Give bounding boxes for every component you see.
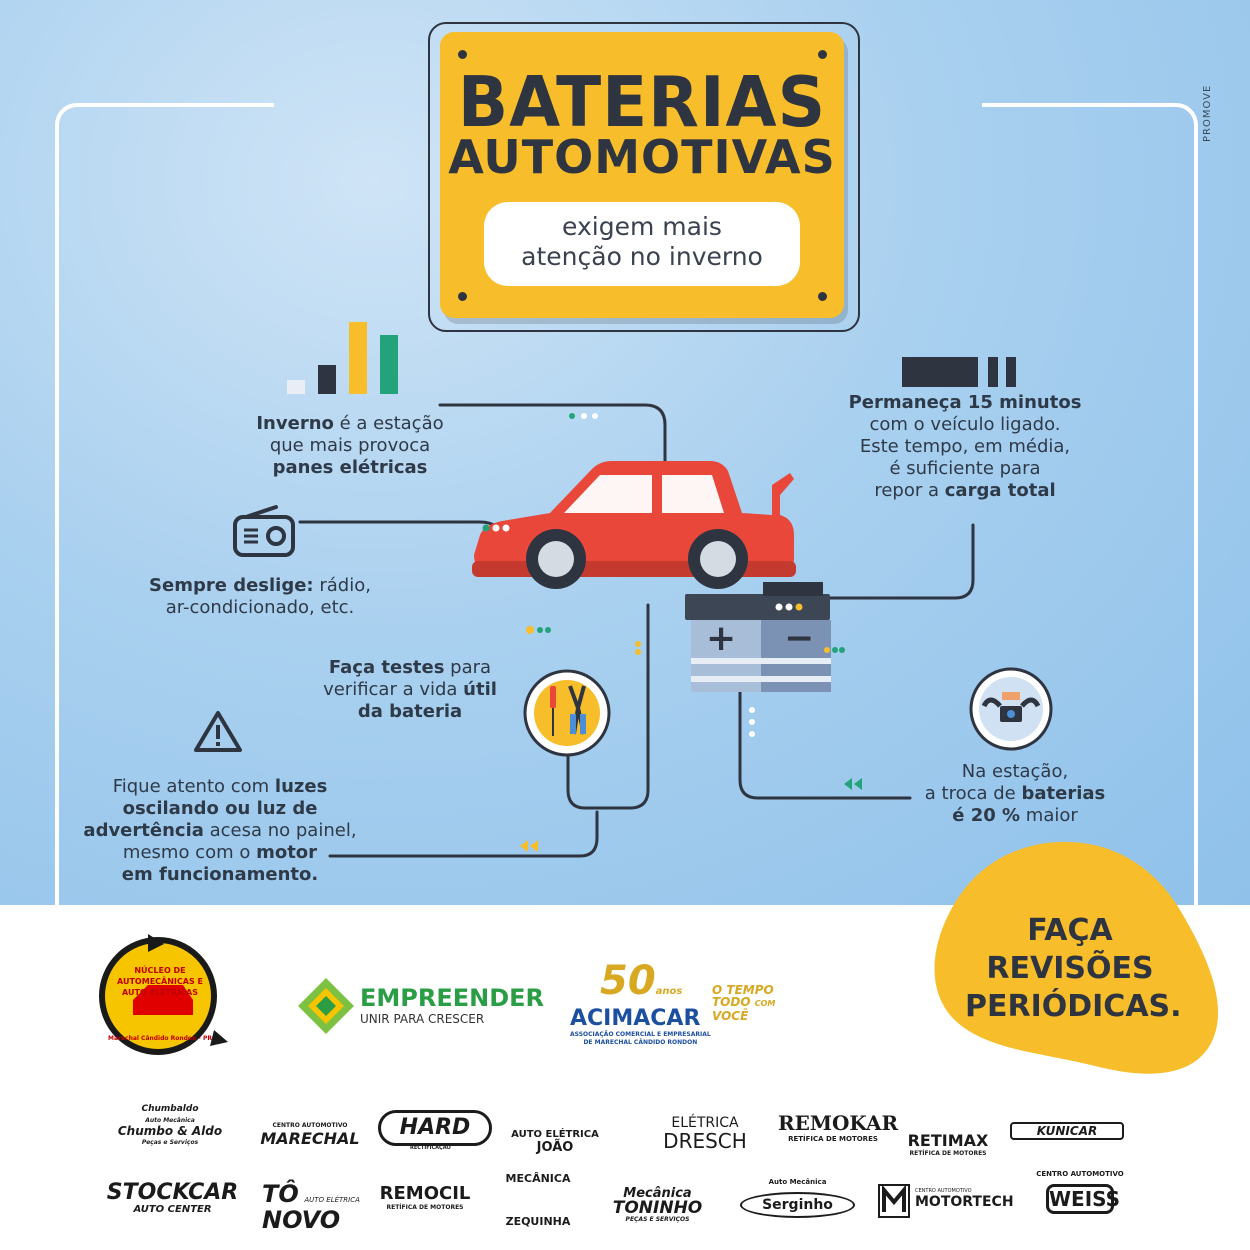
logo-motortech: CENTRO AUTOMOTIVO MOTORTECH <box>915 1188 1014 1210</box>
frame-right <box>982 103 1198 905</box>
acimacar-name: ACIMACAR <box>570 1006 701 1031</box>
logo-toninho: Mecânica TONINHO PEÇAS E SERVIÇOS <box>612 1186 703 1223</box>
radio-icon <box>233 505 295 557</box>
callout-blob <box>934 841 1219 1074</box>
screw-icon <box>458 292 467 301</box>
logo-zequinha: MECÂNICA ZEQUINHA <box>505 1172 571 1228</box>
logo-weiss: CENTRO AUTOMOTIVO WEISS <box>1035 1170 1125 1214</box>
connector-lines <box>298 403 975 858</box>
logo-retimax: RETIMAX RETÍFICA DE MOTORES <box>907 1131 989 1158</box>
logo-marechal: CENTRO AUTOMOTIVO MARECHAL <box>260 1122 360 1148</box>
infographic-area: PROMOVE BATERIAS AUTOMOTIVAS exigem mais… <box>0 0 1250 905</box>
logo-joao: AUTO ELÉTRICA JOÃO <box>511 1129 599 1155</box>
warning-icon <box>194 711 242 752</box>
logo-chumbaldo: Chumbaldo Auto Mecânica Chumbo & Aldo Pe… <box>117 1104 223 1146</box>
empreender-name: EMPREENDER <box>360 984 545 1012</box>
bar-chart-icon <box>287 322 398 394</box>
title-sign: BATERIAS AUTOMOTIVAS exigem mais atenção… <box>428 22 860 332</box>
logo-dresch: ELÉTRICA DRESCH <box>663 1115 747 1153</box>
frame-left <box>55 103 274 905</box>
acimacar-desc: ASSOCIAÇÃO COMERCIAL E EMPRESARIAL DE MA… <box>570 1031 711 1046</box>
logo-tonovo: TÔ AUTO ELÉTRICA NOVO <box>262 1180 360 1234</box>
battery-plus: + <box>706 618 737 659</box>
page-subtitle: exigem mais atenção no inverno <box>484 202 800 286</box>
empreender-icon <box>298 978 354 1034</box>
logo-remokar: REMOKAR RETÍFICA DE MOTORES <box>778 1111 899 1143</box>
screw-icon <box>458 50 467 59</box>
screw-icon <box>818 50 827 59</box>
logo-kunicar: KUNICAR <box>1010 1122 1124 1140</box>
logo-stockcar: STOCKCAR AUTO CENTER <box>106 1180 239 1216</box>
tools-icon <box>523 669 611 757</box>
car-icon <box>472 461 796 589</box>
logo-hard-sub: RECTIFICAÇÃO <box>410 1145 451 1151</box>
empreender-tagline: UNIR PARA CRESCER <box>360 1012 485 1026</box>
nucleo-city: Marechal Cândido Rondon - PR <box>107 1035 213 1042</box>
progress-bar-icon <box>902 357 1016 387</box>
tip-permaneca: Permaneça 15 minutos com o veículo ligad… <box>848 392 1082 501</box>
screw-icon <box>818 292 827 301</box>
nucleo-logo <box>99 934 228 1055</box>
battery-minus: − <box>784 618 815 659</box>
tip-desligue: Sempre deslige: rádio, ar-condicionado, … <box>149 575 371 618</box>
battery-icon <box>685 582 845 692</box>
acimacar-years: 50anos <box>600 958 683 1004</box>
tip-luzes: Fique atento com luzes oscilando ou luz … <box>83 776 357 885</box>
acimacar-slogan: O TEMPO TODO COM VOCÊ <box>712 983 776 1023</box>
motortech-icon <box>878 1184 910 1218</box>
logo-remocil: REMOCIL RETÍFICA DE MOTORES <box>379 1183 471 1212</box>
logo-hard: HARD <box>378 1110 492 1146</box>
callout-text: FAÇA REVISÕES PERIÓDICAS. <box>965 913 1182 1024</box>
tip-testes: Faça testes para verificar a vida útil d… <box>323 657 497 722</box>
tip-troca: Na estação, a troca de baterias é 20 % m… <box>924 761 1106 826</box>
logo-serginho: Auto Mecânica Serginho <box>740 1178 855 1218</box>
tip-inverno: Inverno é a estação que mais provoca pan… <box>256 413 444 478</box>
nucleo-name: NÚCLEO DE AUTOMECÂNICAS E AUTO ELÉTRICAS <box>117 966 203 997</box>
page-title: BATERIAS AUTOMOTIVAS <box>448 62 836 184</box>
wrench-icon <box>969 667 1053 751</box>
